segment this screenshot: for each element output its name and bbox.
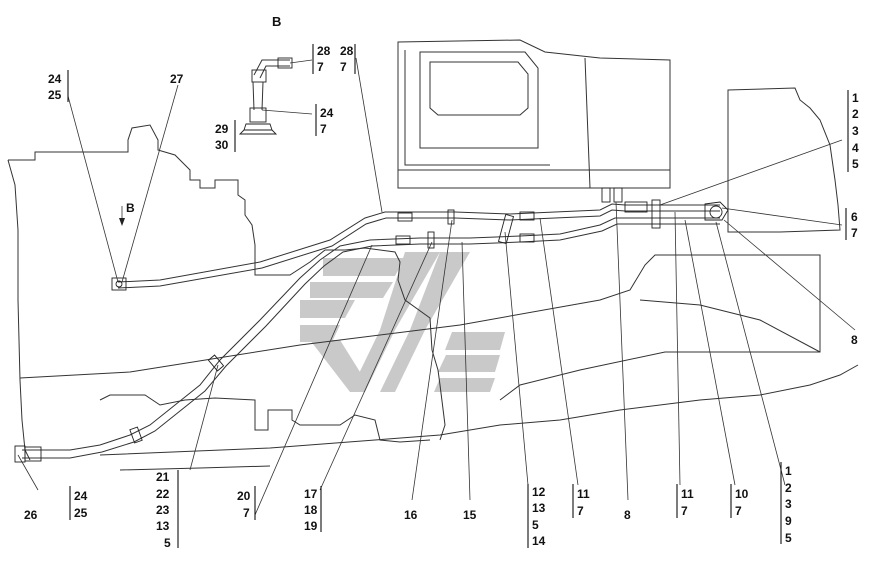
callout-27: 27 — [170, 72, 184, 86]
callout-number: 24 — [48, 72, 62, 86]
left-fitting-lower — [14, 445, 26, 463]
callout-number: 28 — [317, 44, 331, 58]
callout-number: 11 — [577, 487, 590, 501]
callout-number: 18 — [304, 503, 318, 517]
clamp-right — [651, 199, 661, 229]
callout-number: 5 — [785, 531, 792, 545]
callout-number: 8 — [851, 333, 858, 347]
callout-1-5-right: 1 2 3 4 5 — [847, 90, 859, 172]
callout-number: 7 — [340, 60, 347, 74]
brake-pipe-lower — [22, 217, 720, 459]
callout-number: 29 — [215, 122, 229, 136]
callout-12-14: 12 13 5 14 — [527, 484, 546, 548]
view-arrow-label: B — [126, 201, 135, 215]
callout-number: 14 — [532, 534, 546, 548]
callout-28-7-b: 28 7 — [340, 44, 356, 74]
lower-right-plate — [639, 299, 821, 353]
callout-number: 30 — [215, 138, 229, 152]
callout-number: 1 — [852, 91, 859, 105]
callout-6-7: 6 7 — [845, 208, 858, 240]
callout-number: 25 — [48, 88, 62, 102]
callout-number: 25 — [74, 506, 88, 520]
callout-number: 3 — [785, 497, 792, 511]
callout-number: 7 — [577, 504, 584, 518]
fittings — [14, 187, 729, 463]
left-fitting-upper — [111, 277, 127, 291]
callout-number: 2 — [785, 481, 792, 495]
callout-10-7: 10 7 — [730, 484, 749, 518]
clamp-upper — [447, 209, 455, 225]
callout-8-right: 8 — [851, 333, 858, 347]
callout-number: 5 — [532, 518, 539, 532]
callout-number: 11 — [681, 487, 694, 501]
callout-number: 28 — [340, 44, 354, 58]
callout-number: 9 — [785, 514, 792, 528]
callout-26: 26 — [24, 508, 38, 522]
leader-lines — [17, 57, 856, 516]
callout-21-5: 21 22 23 13 5 — [156, 470, 179, 550]
callout-1-5-bottom: 1 2 3 9 5 — [780, 462, 792, 545]
callout-number: 24 — [74, 489, 88, 503]
callout-number: 10 — [735, 487, 749, 501]
callout-number: 24 — [320, 106, 334, 120]
callout-15: 15 — [463, 508, 477, 522]
view-arrow — [119, 206, 125, 226]
callout-number: 5 — [164, 536, 171, 550]
callout-11-7-a: 11 7 — [572, 484, 590, 518]
callout-number: 13 — [156, 519, 170, 533]
callout-number: 22 — [156, 487, 170, 501]
callout-number: 5 — [852, 157, 859, 171]
callout-number: 6 — [851, 210, 858, 224]
callout-number: 7 — [851, 226, 858, 240]
callout-24-7: 24 7 — [315, 104, 334, 136]
callout-number: 3 — [852, 124, 859, 138]
callout-number: 21 — [156, 470, 170, 484]
clamp-lower-left — [129, 426, 143, 444]
frame-outline — [7, 124, 859, 471]
tee-fitting — [704, 201, 729, 221]
detail-view-b — [238, 57, 293, 135]
clamp-12 — [497, 213, 515, 245]
callout-11-7-b: 11 7 — [676, 484, 694, 518]
callout-number: 23 — [156, 503, 170, 517]
callout-20-7: 20 7 — [237, 486, 256, 520]
callout-24-25-left: 24 25 — [48, 70, 69, 102]
clamp-lower — [427, 231, 435, 249]
view-b-title: B — [272, 14, 281, 29]
callout-number: 26 — [24, 508, 38, 522]
callout-number: 15 — [463, 508, 477, 522]
callout-number: 1 — [785, 464, 792, 478]
callout-number: 7 — [681, 504, 688, 518]
callout-number: 7 — [243, 506, 250, 520]
callout-number: 8 — [624, 508, 631, 522]
callout-17-19: 17 18 19 — [304, 486, 322, 533]
callout-number: 27 — [170, 72, 184, 86]
callout-number: 16 — [404, 508, 418, 522]
clamp-21 — [207, 354, 225, 372]
upper-housing — [397, 39, 841, 233]
callout-16: 16 — [404, 508, 418, 522]
callout-number: 13 — [532, 501, 546, 515]
callout-number: 4 — [852, 141, 859, 155]
callout-number: 20 — [237, 489, 251, 503]
brake-pipe-upper — [117, 203, 720, 289]
callout-number: 19 — [304, 519, 318, 533]
callout-28-7-a: 28 7 — [312, 44, 331, 74]
callout-number: 7 — [320, 122, 327, 136]
callout-number: 17 — [304, 487, 318, 501]
callout-number: 7 — [735, 504, 742, 518]
callout-number: 12 — [532, 485, 546, 499]
callout-29-30: 29 30 — [215, 120, 236, 152]
watermark-logo — [300, 252, 505, 392]
callout-24-25-bottom: 24 25 — [69, 486, 88, 520]
callout-number: 2 — [852, 107, 859, 121]
callout-8-bottom: 8 — [624, 508, 631, 522]
callout-number: 7 — [317, 60, 324, 74]
